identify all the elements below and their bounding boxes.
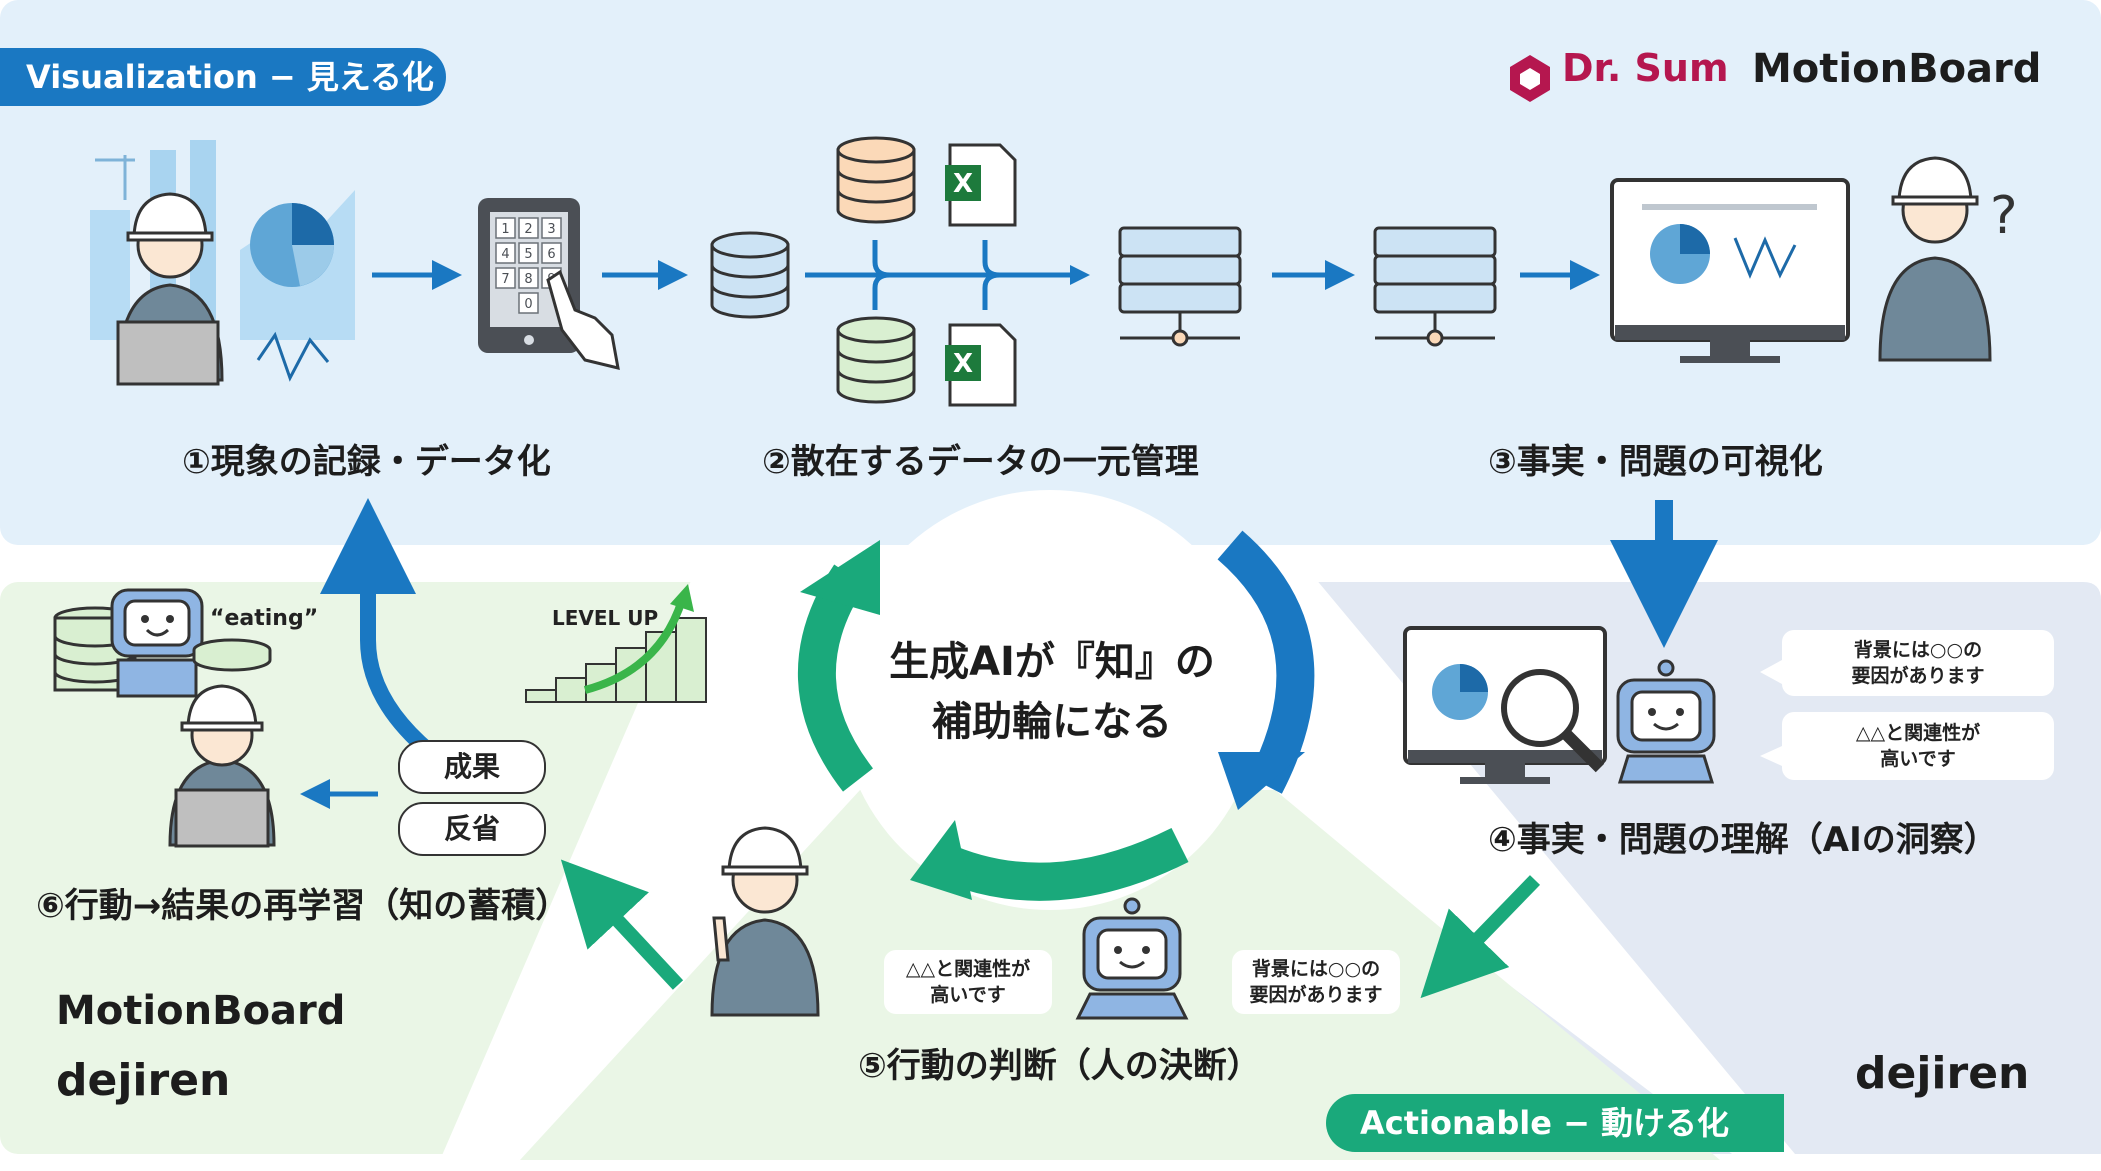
speech-bubble: △△と関連性が 高いです	[884, 950, 1052, 1014]
stairs-chart-icon	[525, 584, 707, 703]
server-icon	[1373, 226, 1497, 347]
keypad-key	[518, 217, 539, 239]
keypad-key-label: 7	[501, 272, 509, 287]
cycle-arrowhead-green-top	[800, 540, 880, 615]
arrow-5-to-6	[560, 859, 684, 990]
step-4-label: ④事実・問題の理解（AIの洞察）	[1488, 820, 1998, 860]
question-mark-icon: ?	[1990, 186, 2018, 246]
keypad-key-label: 6	[547, 247, 555, 262]
coin-icon	[192, 638, 272, 672]
arrow-4-to-5	[1420, 875, 1541, 999]
robot-icon	[1616, 659, 1716, 784]
keypad-key	[541, 217, 562, 239]
keypad-key-label: 1	[501, 222, 509, 237]
bubble-text: △△と関連性が	[905, 958, 1031, 980]
arrow-6-to-1	[320, 498, 436, 759]
keypad-key-label: 2	[524, 222, 532, 237]
dejiren-brand-right: dejiren	[1855, 1048, 2030, 1099]
level-up-label: LEVEL UP	[552, 606, 659, 630]
excel-icon: X	[945, 143, 1017, 227]
keypad-key-label: 3	[547, 222, 555, 237]
worker-icon	[710, 826, 820, 1017]
bubble-text: 要因があります	[1249, 984, 1383, 1006]
svg-text:X: X	[953, 169, 973, 199]
merge-arrowhead	[1070, 265, 1090, 285]
worker-icon	[168, 684, 276, 848]
worker-icon	[1878, 156, 1992, 362]
step-5-label: ⑤行動の判断（人の決断）	[858, 1046, 1261, 1086]
cycle-arrowhead-blue	[1218, 752, 1305, 810]
speech-bubble: △△と関連性が 高いです	[1782, 712, 2054, 780]
bubble-text: △△と関連性が	[1855, 722, 1981, 744]
database-icon	[836, 136, 916, 224]
svg-text:X: X	[953, 349, 973, 379]
center-line-1: 生成AIが『知』の	[889, 639, 1215, 685]
keypad-key	[495, 217, 516, 239]
drsum-brand: Dr. Sum	[1562, 46, 1729, 90]
laptop-icon	[116, 320, 220, 386]
bubble-tail	[1760, 660, 1782, 684]
keypad-key	[518, 267, 539, 289]
keypad-key	[541, 242, 562, 264]
bubble-text: 高いです	[930, 984, 1006, 1006]
keypad-key-label: 4	[501, 247, 509, 262]
result-tag: 成果	[398, 740, 546, 794]
keypad-key-label: 8	[524, 272, 532, 287]
monitor-icon	[1610, 178, 1850, 363]
bubble-text: 要因があります	[1851, 665, 1985, 687]
step-2-label: ②散在するデータの一元管理	[762, 442, 1199, 482]
pie-chart-icon	[250, 203, 334, 287]
speech-bubble: 背景には○○の 要因があります	[1232, 950, 1400, 1014]
merge-lines	[805, 240, 1070, 310]
center-wedge	[440, 560, 1800, 1160]
step-6-label: ⑥行動→結果の再学習（知の蓄積）	[36, 886, 570, 926]
robot-icon	[1075, 897, 1189, 1020]
bubble-text: 背景には○○の	[1251, 958, 1381, 980]
database-icon	[836, 316, 916, 404]
drsum-logo-icon	[1510, 55, 1550, 102]
step-3-label: ③事実・問題の可視化	[1488, 442, 1823, 482]
visualization-pill: Visualization − 見える化	[0, 48, 446, 106]
reflection-tag: 反省	[398, 802, 546, 856]
speech-bubble: 背景には○○の 要因があります	[1782, 630, 2054, 696]
robot-icon	[110, 588, 204, 698]
bubble-text: 高いです	[1880, 748, 1956, 770]
keypad-key-label: 5	[524, 247, 532, 262]
center-message: 生成AIが『知』の 補助輪になる	[852, 632, 1252, 752]
step-1-label: ①現象の記録・データ化	[182, 442, 551, 482]
eating-label: “eating”	[210, 606, 319, 631]
keypad-key	[518, 292, 539, 314]
bubble-text: 背景には○○の	[1853, 639, 1983, 661]
bubble-tail	[1760, 746, 1782, 766]
keypad-key	[518, 242, 539, 264]
center-line-2: 補助輪になる	[932, 699, 1172, 745]
hand-icon	[546, 269, 620, 371]
database-icon	[710, 231, 790, 319]
magnifier-icon	[1501, 669, 1605, 773]
cycle-arrowhead-green	[910, 820, 972, 900]
keypad-key-label: 0	[524, 297, 532, 312]
center-disc	[840, 490, 1260, 910]
motionboard-brand-bottom: MotionBoard	[56, 988, 346, 1034]
server-icon	[1118, 226, 1242, 347]
excel-icon: X	[945, 323, 1017, 407]
cycle-arrow-icon	[932, 827, 1189, 901]
keypad-key	[495, 267, 516, 289]
cycle-arrow-icon	[1217, 530, 1315, 794]
dejiren-brand-left: dejiren	[56, 1055, 231, 1106]
actionable-pill: Actionable − 動ける化	[1326, 1094, 1784, 1152]
keypad-key	[495, 242, 516, 264]
line-chart-icon	[256, 331, 330, 382]
motionboard-brand-top: MotionBoard	[1752, 46, 2042, 92]
